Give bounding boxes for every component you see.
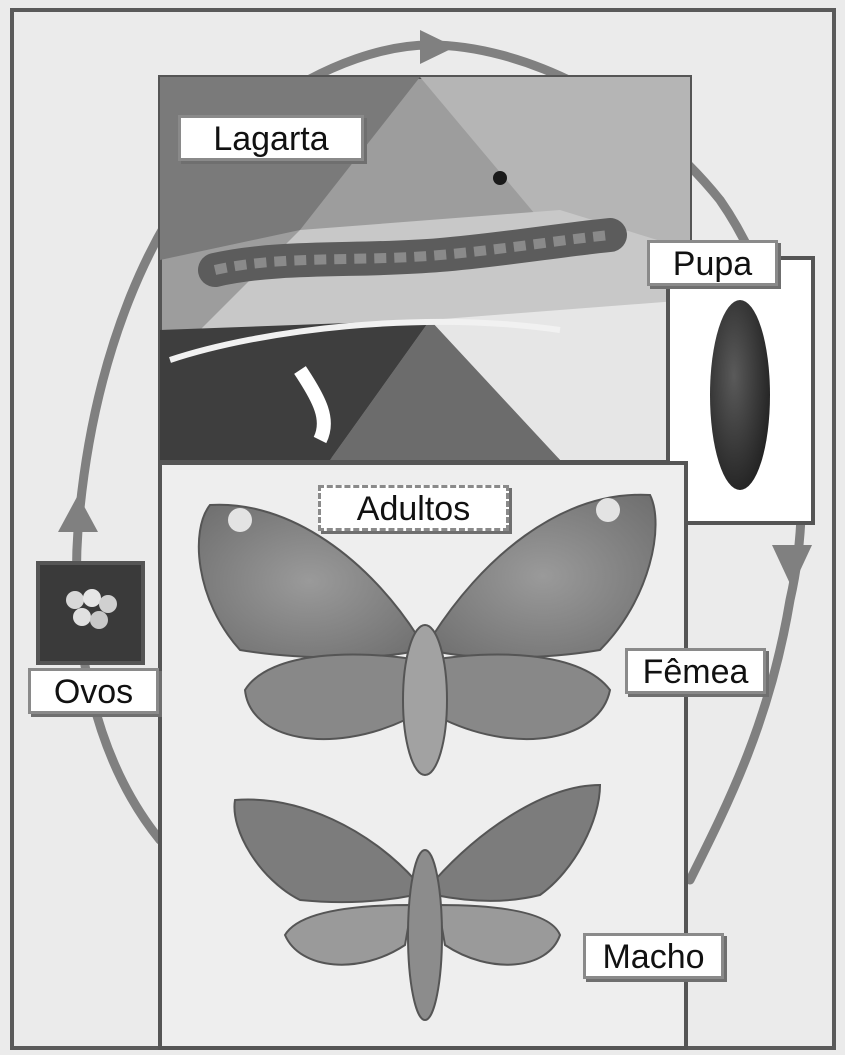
label-femea: Fêmea [625,648,766,694]
label-macho: Macho [583,933,724,979]
pupa-body [710,300,770,490]
label-ovos: Ovos [28,668,159,714]
ovos-photo [38,563,143,663]
label-pupa: Pupa [647,240,778,286]
pupa-photo [668,258,813,523]
label-lagarta: Lagarta [178,115,364,161]
label-adultos: Adultos [318,485,509,531]
